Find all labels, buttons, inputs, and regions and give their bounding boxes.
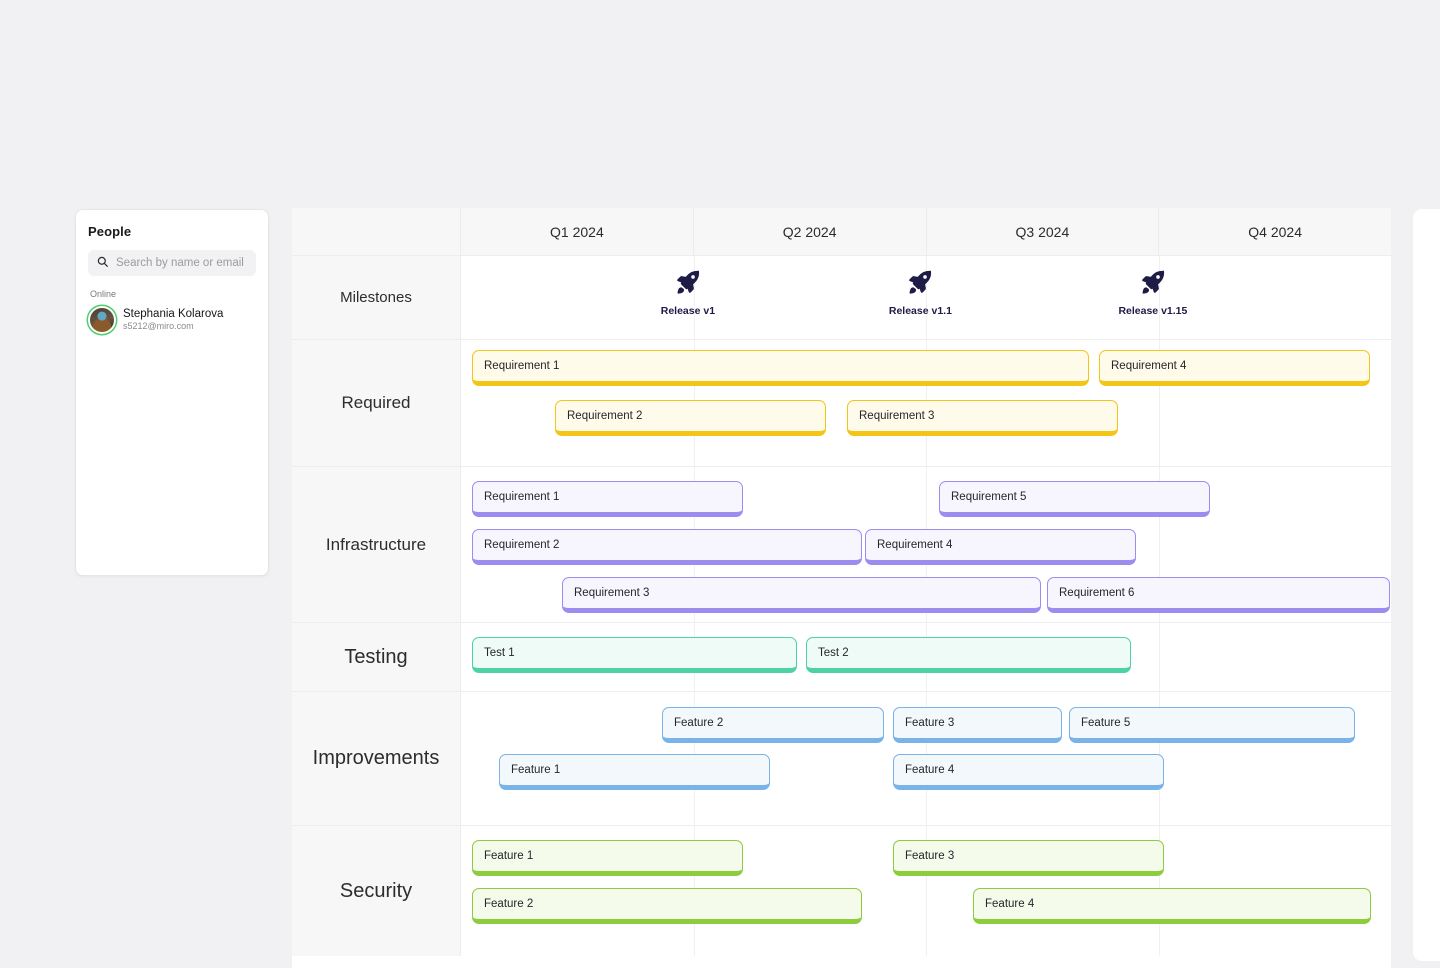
timeline-bar-label: Feature 1 [511,764,561,776]
swimlane-track-improvements[interactable]: Feature 2 Feature 3 Feature 5 Feature 1 Feat… [461,692,1391,825]
swimlane-label-infrastructure: Infrastructure [292,467,461,622]
swimlane-infrastructure: Infrastructure Requirement 1 Requirement 5… [292,466,1391,622]
timeline-header: Q1 2024 Q2 2024 Q3 2024 Q4 2024 [292,208,1391,255]
timeline-bar[interactable]: Requirement 5 [939,481,1210,517]
swimlane-label-required: Required [292,340,461,466]
timeline-bar-label: Requirement 3 [574,587,650,599]
milestone-marker[interactable]: Release v1.1 [860,268,980,317]
timeline-bar-label: Feature 1 [484,850,534,862]
timeline-bar-label: Feature 3 [905,850,955,862]
timeline-bar-label: Requirement 1 [484,491,560,503]
timeline-bar[interactable]: Feature 1 [499,754,770,790]
people-panel-title: People [88,224,132,239]
swimlane-label-improvements: Improvements [292,692,461,825]
swimlane-label-security: Security [292,826,461,956]
swimlane-track-security[interactable]: Feature 1 Feature 3 Feature 2 Feature 4 [461,826,1391,956]
timeline-bar[interactable]: Requirement 4 [1099,350,1370,386]
swimlane-track-milestones[interactable]: Release v1 Release v1.1 Release v1.15 [461,256,1391,339]
timeline-bar[interactable]: Feature 2 [662,707,884,743]
milestone-marker[interactable]: Release v1 [628,268,748,317]
timeline-bar[interactable]: Test 1 [472,637,797,673]
timeline-bar[interactable]: Feature 4 [973,888,1371,924]
timeline-bar-label: Feature 4 [905,764,955,776]
timeline-board: Q1 2024 Q2 2024 Q3 2024 Q4 2024 Mileston… [292,208,1391,968]
timeline-bar-label: Feature 5 [1081,717,1131,729]
milestone-label: Release v1.1 [888,305,952,317]
grid-line-3 [1158,623,1160,691]
grid-line-2 [926,826,927,956]
timeline-bar-label: Test 2 [818,647,849,659]
search-icon [97,254,108,272]
timeline-bar[interactable]: Feature 4 [893,754,1164,790]
search-field[interactable] [88,250,256,276]
timeline-bar[interactable]: Requirement 3 [562,577,1041,613]
rocket-icon [674,268,702,301]
list-item[interactable]: Stephania Kolarova s5212@miro.com [88,305,256,335]
column-header-q2: Q2 2024 [694,208,927,255]
timeline-bar[interactable]: Requirement 1 [472,350,1089,386]
timeline-bar-label: Feature 4 [985,898,1035,910]
right-panel-peek [1413,209,1440,961]
rocket-icon [906,268,934,301]
timeline-bar-label: Requirement 3 [859,410,935,422]
timeline-bar-label: Requirement 5 [951,491,1027,503]
timeline-bar[interactable]: Feature 3 [893,840,1164,876]
timeline-bar[interactable]: Requirement 1 [472,481,743,517]
swimlane-label-testing: Testing [292,623,461,691]
timeline-bar[interactable]: Test 2 [806,637,1131,673]
search-input[interactable] [116,257,247,269]
timeline-bar[interactable]: Requirement 4 [865,529,1136,565]
timeline-bar[interactable]: Requirement 3 [847,400,1118,436]
swimlane-track-testing[interactable]: Test 1 Test 2 [461,623,1391,691]
grid-line-3 [1158,467,1160,622]
header-corner [292,208,461,255]
timeline-bar[interactable]: Requirement 2 [555,400,826,436]
grid-line-2 [926,256,927,339]
grid-line-3 [1158,340,1160,466]
timeline-bar[interactable]: Feature 2 [472,888,862,924]
milestone-label: Release v1.15 [1118,305,1188,317]
timeline-bar-label: Feature 2 [674,717,724,729]
column-header-q3: Q3 2024 [927,208,1160,255]
swimlane-track-required[interactable]: Requirement 1 Requirement 4 Requirement 2 R… [461,340,1391,466]
timeline-bar-label: Requirement 2 [484,539,560,551]
swimlane-testing: Testing Test 1 Test 2 [292,622,1391,691]
online-status-label: Online [90,289,117,299]
timeline-bar[interactable]: Requirement 6 [1047,577,1390,613]
milestone-marker[interactable]: Release v1.15 [1093,268,1213,317]
timeline-bar-label: Requirement 1 [484,360,560,372]
swimlane-track-infrastructure[interactable]: Requirement 1 Requirement 5 Requirement 2 R… [461,467,1391,622]
timeline-bar-label: Requirement 4 [1111,360,1187,372]
person-name: Stephania Kolarova [123,308,224,320]
avatar [90,308,114,333]
timeline-bar-label: Requirement 4 [877,539,953,551]
milestone-label: Release v1 [660,305,716,317]
grid-line-3 [1158,256,1160,339]
column-header-q1: Q1 2024 [461,208,694,255]
swimlane-label-milestones: Milestones [292,256,461,339]
timeline-bar[interactable]: Feature 5 [1069,707,1355,743]
timeline-bar[interactable]: Feature 1 [472,840,743,876]
timeline-bar[interactable]: Requirement 2 [472,529,862,565]
person-email: s5212@miro.com [123,321,194,332]
timeline-bar[interactable]: Feature 3 [893,707,1062,743]
timeline-bar-label: Requirement 6 [1059,587,1135,599]
timeline-bar-label: Feature 2 [484,898,534,910]
people-panel: People Online Stephania Kolarova s5212@m… [75,209,269,576]
timeline-bar-label: Requirement 2 [567,410,643,422]
rocket-icon [1139,268,1167,301]
timeline-bar-label: Feature 3 [905,717,955,729]
timeline-bar-label: Test 1 [484,647,515,659]
grid-line-1 [693,256,695,339]
column-header-q4: Q4 2024 [1248,223,1302,240]
